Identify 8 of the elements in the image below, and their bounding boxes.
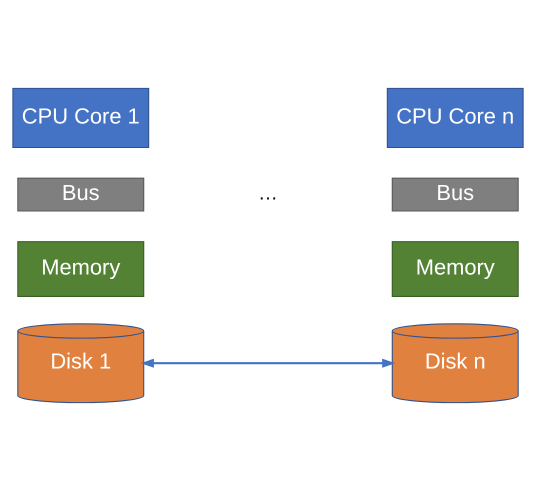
node-box: Memory — [392, 240, 519, 296]
node-box: CPU Core 1 — [12, 87, 150, 148]
label: … — [258, 182, 278, 204]
arrow — [140, 358, 396, 368]
node-box: Bus — [392, 177, 519, 212]
node-box: Memory — [17, 240, 144, 296]
node-box: Bus — [17, 177, 144, 212]
node-box: CPU Core n — [386, 87, 524, 148]
